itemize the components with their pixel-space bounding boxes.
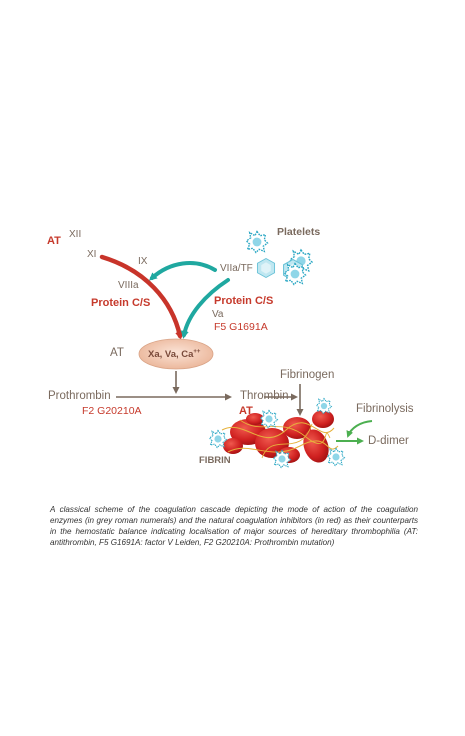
f2-mutation-label: F2 G20210A xyxy=(82,405,142,417)
factor-xi-label: XI xyxy=(87,249,97,260)
fibrin-clot xyxy=(208,398,346,469)
xa-va-ca-complex xyxy=(138,338,214,370)
fibrin-label: FIBRIN xyxy=(199,455,231,466)
factor-va-label: Va xyxy=(212,309,224,320)
complex-sup: ++ xyxy=(193,349,201,355)
d-dimer-label: D-dimer xyxy=(368,435,409,447)
viia-tf-label: VIIa/TF xyxy=(220,263,253,274)
f5-mutation-label: F5 G1691A xyxy=(214,321,268,333)
complex-label: Xa, Va, Ca++ xyxy=(148,349,200,360)
fibrinolysis-label: Fibrinolysis xyxy=(356,403,414,415)
red-activation-arrow xyxy=(99,254,184,340)
thrombin-label: Thrombin xyxy=(240,390,289,402)
fibrinolysis-arrow xyxy=(346,420,373,438)
at-label-top: AT xyxy=(47,235,61,247)
at-thrombin-label: AT xyxy=(239,405,253,417)
protein-cs-left-label: Protein C/S xyxy=(91,297,151,309)
prothrombin-label: Prothrombin xyxy=(48,390,111,402)
complex-text: Xa, Va, Ca xyxy=(148,349,194,361)
at-label-mid: AT xyxy=(110,347,124,359)
factor-ix-label: IX xyxy=(138,256,148,267)
figure-caption: A classical scheme of the coagulation ca… xyxy=(50,505,418,548)
factor-xii-label: XII xyxy=(69,229,82,240)
platelets-label: Platelets xyxy=(277,226,321,238)
factor-viiia-label: VIIIa xyxy=(118,280,139,291)
teal-arrow-to-ix xyxy=(149,261,217,281)
platelets-cluster xyxy=(245,230,313,286)
protein-cs-right-label: Protein C/S xyxy=(214,295,274,307)
teal-arrow-to-complex xyxy=(180,278,230,339)
fibrinogen-label: Fibrinogen xyxy=(280,369,335,381)
